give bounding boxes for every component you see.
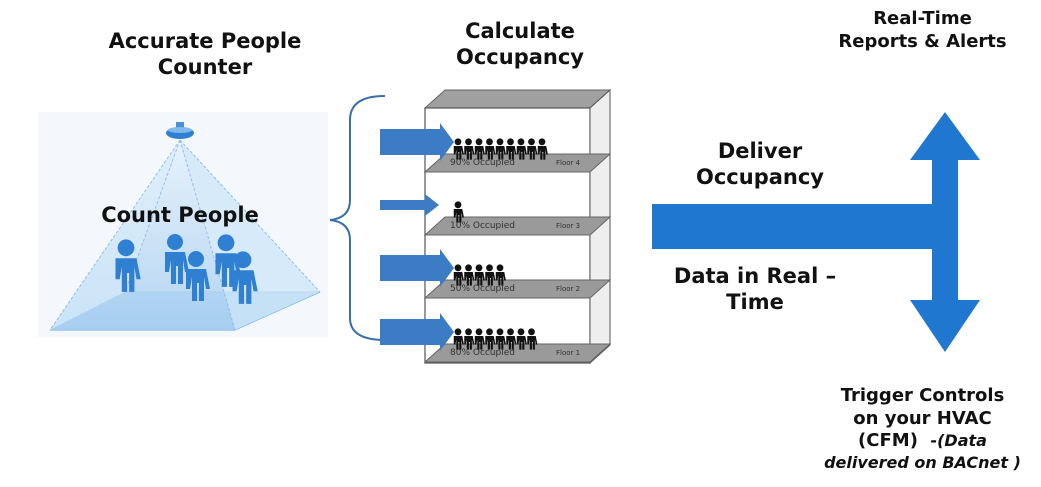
deliver-bar — [652, 204, 942, 249]
floor-occupancy-label: 10% Occupied — [450, 221, 515, 231]
trigger-line-2: on your HVAC — [853, 407, 992, 429]
trigger-line-1: Trigger Controls — [840, 385, 1005, 406]
floor-arrows — [380, 123, 454, 351]
floor-number-label: Floor 3 — [556, 222, 580, 230]
floor-number-label: Floor 4 — [556, 159, 581, 167]
floor-input-arrow-icon — [380, 123, 454, 161]
floor-number-label: Floor 2 — [556, 285, 580, 293]
reports-alerts-heading: Real-Time Reports & Alerts — [838, 8, 1007, 52]
count-people-label: Count People — [101, 203, 259, 227]
floor-input-arrow-icon — [380, 249, 454, 287]
floor-input-arrow-icon — [380, 313, 454, 351]
deliver-occupancy-heading: Deliver Occupancy — [696, 139, 824, 190]
floor-occupancy-label: 50% Occupied — [450, 284, 515, 294]
trigger-line-3: (CFM) -(Data — [815, 430, 1030, 453]
ceiling-sensor-icon — [166, 122, 194, 139]
data-realtime-heading: Data in Real – Time — [673, 264, 837, 315]
trigger-data-note: -(Data — [930, 431, 987, 450]
double-arrow-icon — [910, 112, 980, 352]
trigger-cfm: (CFM) — [858, 430, 918, 451]
calculate-occupancy-heading: Calculate Occupancy — [456, 19, 584, 70]
floor-shelf — [423, 216, 612, 236]
brace-icon — [329, 95, 386, 341]
floor-shelves: 90% Occupied Floor 4 10% Occupied Floor 3 50… — [423, 138, 612, 363]
trigger-controls-heading: Trigger Controls on your HVAC (CFM) -(Da… — [815, 385, 1030, 473]
floor-number-label: Floor 1 — [556, 349, 580, 357]
sensor-cone — [38, 112, 328, 337]
floor-occupancy-label: 90% Occupied — [450, 158, 515, 168]
people-counter-heading: Accurate People Counter — [108, 29, 302, 80]
floor-input-arrow-icon — [380, 194, 439, 216]
trigger-line-5: delivered on BACnet ) — [824, 452, 1021, 472]
floor-occupancy-label: 80% Occupied — [450, 348, 515, 358]
